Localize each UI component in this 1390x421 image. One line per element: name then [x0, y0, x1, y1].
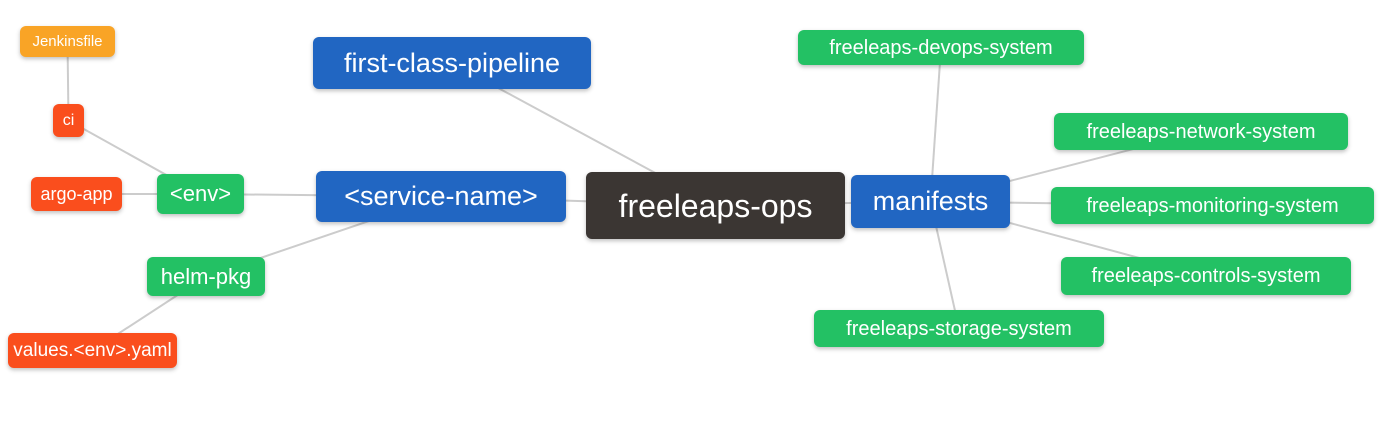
node-jenkinsfile[interactable]: Jenkinsfile	[20, 26, 115, 57]
node-freeleaps-ops[interactable]: freeleaps-ops	[586, 172, 845, 239]
node-manifests[interactable]: manifests	[851, 175, 1010, 228]
node-controls-system[interactable]: freeleaps-controls-system	[1061, 257, 1351, 295]
node-first-class-pipeline[interactable]: first-class-pipeline	[313, 37, 591, 89]
node-devops-system[interactable]: freeleaps-devops-system	[798, 30, 1084, 65]
node-network-system[interactable]: freeleaps-network-system	[1054, 113, 1348, 150]
node-argo-app[interactable]: argo-app	[31, 177, 122, 211]
node-monitoring-system[interactable]: freeleaps-monitoring-system	[1051, 187, 1374, 224]
node-env[interactable]: <env>	[157, 174, 244, 214]
node-values-env-yaml[interactable]: values.<env>.yaml	[8, 333, 177, 368]
node-helm-pkg[interactable]: helm-pkg	[147, 257, 265, 296]
node-storage-system[interactable]: freeleaps-storage-system	[814, 310, 1104, 347]
node-service-name[interactable]: <service-name>	[316, 171, 566, 222]
node-ci[interactable]: ci	[53, 104, 84, 137]
